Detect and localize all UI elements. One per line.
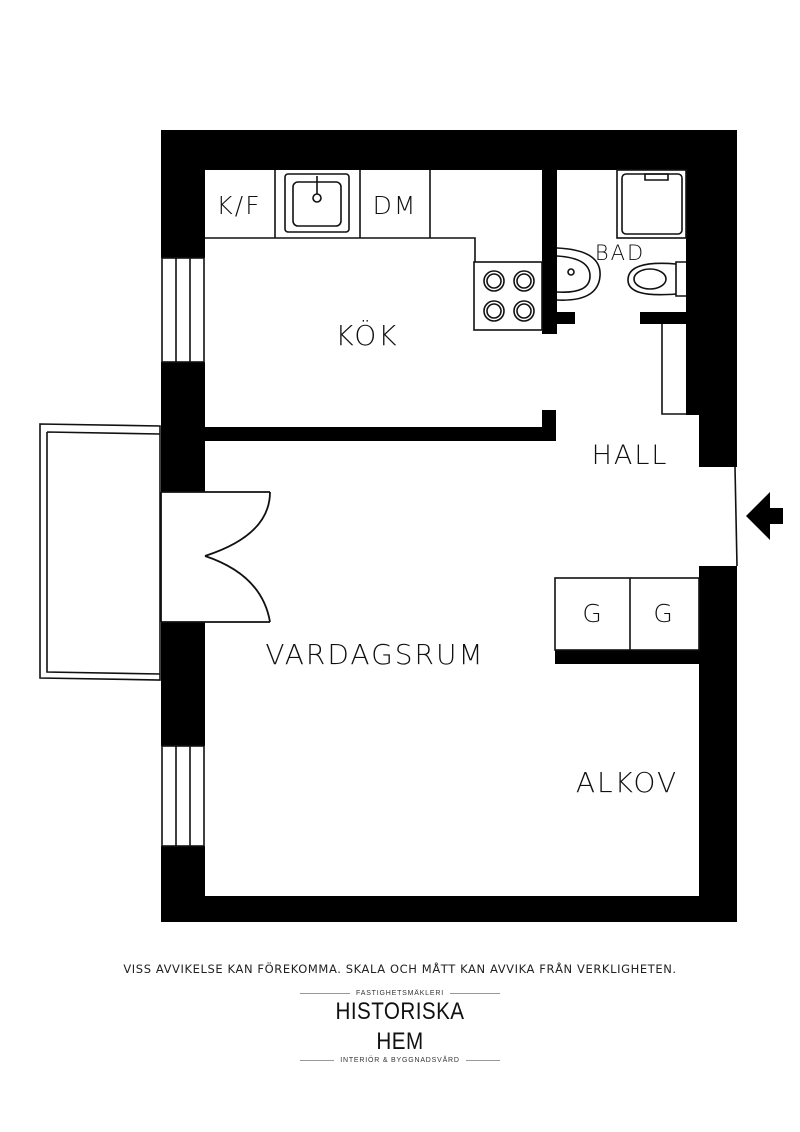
sink-icon [284,173,350,233]
bathroom-fixtures [556,169,687,301]
stove-icon [473,261,543,331]
floor-plan: KÖK BAD HALL VARDAGSRUM ALKOV K/F DM G G [39,130,783,922]
room-labels: KÖK BAD HALL VARDAGSRUM ALKOV K/F DM G G [216,191,678,799]
balcony [39,423,161,681]
disclaimer-text: VISS AVVIKELSE KAN FÖREKOMMA. SKALA OCH … [123,962,677,976]
exterior-walls [161,130,737,922]
logo-tagline-top-text: FASTIGHETSMÄKLERI [356,990,444,997]
logo-name: HISTORISKA HEM [335,998,465,1055]
room-label-living-room: VARDAGSRUM [265,638,484,671]
fixture-label-wardrobe-2: G [653,599,674,628]
logo-tagline-bottom-text: INTERIÖR & BYGGNADSVÅRD [340,1057,460,1064]
wardrobes [554,577,700,651]
shower-icon [616,169,687,239]
washbasin-icon [556,247,601,301]
kitchen-counter [205,170,476,262]
windows [161,257,205,847]
entrance-opening [734,466,738,567]
logo-tagline-bottom: INTERIÖR & BYGGNADSVÅRD [300,1057,500,1064]
logo-tagline-top: FASTIGHETSMÄKLERI [300,990,500,997]
interior-walls [205,170,699,664]
fixture-label-dishwasher: DM [373,191,418,220]
room-label-bathroom: BAD [595,241,645,265]
balcony-door [160,491,271,623]
fixture-label-wardrobe-1: G [582,599,603,628]
room-label-alcove: ALKOV [576,766,678,799]
hall-cabinet [661,324,686,415]
fixture-label-fridge-freezer: K/F [216,191,261,220]
toilet-icon [627,261,686,297]
company-logo: FASTIGHETSMÄKLERI HISTORISKA HEM INTERIÖ… [300,990,500,1064]
room-label-kitchen: KÖK [335,318,398,352]
room-label-hall: HALL [592,440,669,471]
entrance-arrow-icon [746,492,783,540]
